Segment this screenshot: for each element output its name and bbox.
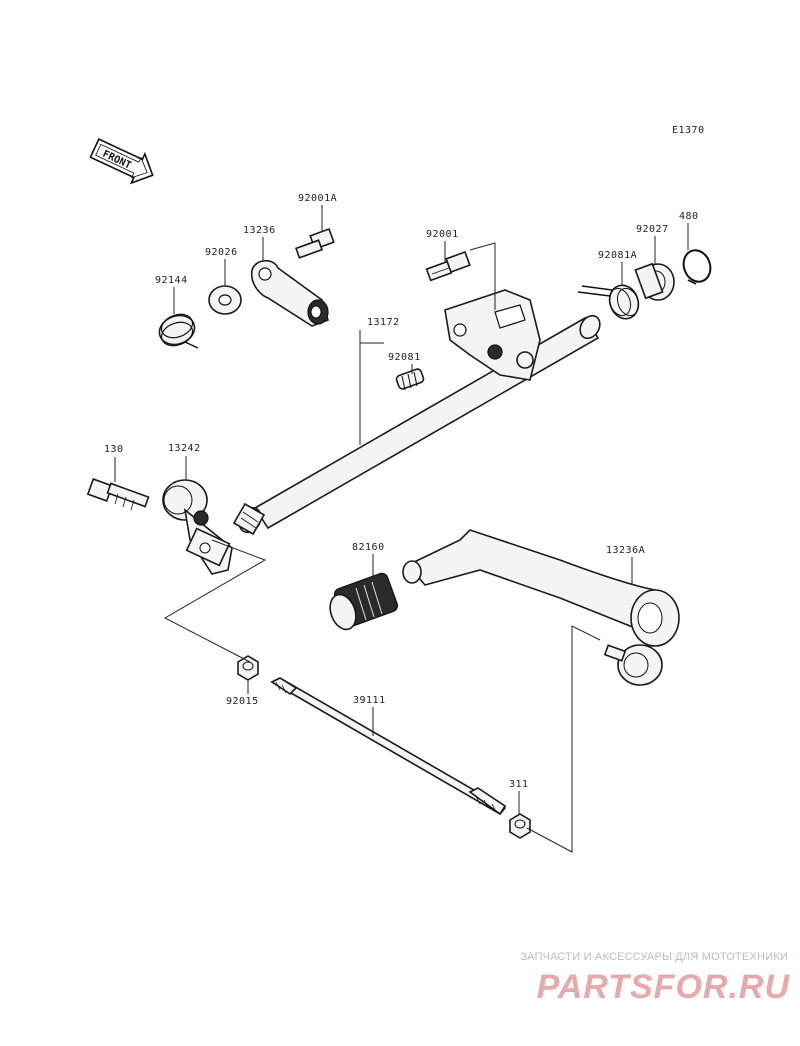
label-92081a: 92081A <box>598 250 637 261</box>
label-92081: 92081 <box>388 352 421 363</box>
spring-92144-icon <box>158 313 199 349</box>
label-92027: 92027 <box>636 224 669 235</box>
clamp-13242-icon <box>162 479 233 575</box>
shift-arm-plate <box>444 289 541 381</box>
leader-lines <box>114 205 689 853</box>
front-arrow-icon: FRONT <box>89 138 154 185</box>
peg-rubber-82160-icon <box>329 572 399 631</box>
bolt-92001a-icon <box>294 227 335 259</box>
diagram-code: E1370 <box>672 125 705 136</box>
spring-92081a-icon <box>577 284 640 320</box>
label-92001a: 92001A <box>298 193 337 204</box>
nut-311-icon <box>509 813 531 839</box>
watermark-tagline: ЗАПЧАСТИ И АКСЕССУАРЫ ДЛЯ МОТОТЕХНИКИ <box>520 951 788 963</box>
label-130: 130 <box>104 444 124 455</box>
part-labels: 130 13242 92144 92026 13236 92001A 13172… <box>104 193 699 790</box>
label-92026: 92026 <box>205 247 238 258</box>
washer-92026-icon <box>208 285 242 315</box>
bolt-92001-icon <box>425 250 471 282</box>
shift-shaft <box>232 314 601 536</box>
label-480: 480 <box>679 211 699 222</box>
label-13172: 13172 <box>367 317 400 328</box>
lever-13236-icon <box>250 259 329 327</box>
label-92015: 92015 <box>226 696 259 707</box>
watermark-logo: PARTSFOR.RU <box>536 968 790 1006</box>
label-13236a: 13236A <box>606 545 645 556</box>
tie-rod-39111-icon <box>270 677 507 816</box>
label-92001: 92001 <box>426 229 459 240</box>
label-13242: 13242 <box>168 443 201 454</box>
label-39111: 39111 <box>353 695 386 706</box>
pedal-13236a-icon <box>402 529 680 686</box>
nut-92015-icon <box>237 655 259 681</box>
label-13236: 13236 <box>243 225 276 236</box>
label-82160: 82160 <box>352 542 385 553</box>
circlip-480-icon <box>682 249 712 285</box>
spring-92081-icon <box>395 368 425 391</box>
collar-92027-icon <box>634 262 675 301</box>
label-92144: 92144 <box>155 275 188 286</box>
bolt-130-icon <box>86 478 150 511</box>
label-311: 311 <box>509 779 529 790</box>
